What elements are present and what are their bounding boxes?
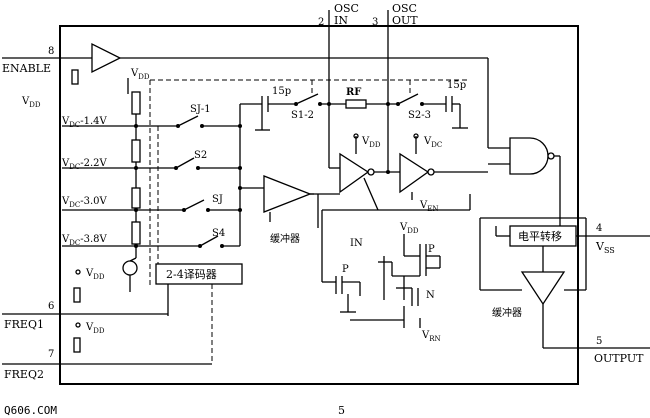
- buffer-1: 缓冲器: [240, 175, 340, 245]
- pin-output-label: OUTPUT: [594, 352, 644, 365]
- voltage-ladder: VDC-1.4V VDC-2.2V VDC-3.0V VDC-3.8V SJ-1…: [61, 91, 242, 292]
- mos-in-label: IN: [350, 238, 363, 249]
- level-shift-block: 电平转移: [495, 225, 577, 247]
- switch-s4-label: S4: [212, 228, 225, 239]
- inv2-vdd-label: VDC: [423, 136, 442, 149]
- buffer2-label: 缓冲器: [492, 306, 522, 319]
- pin-freq1-number: 6: [48, 301, 54, 312]
- ven1-label: VEN: [419, 200, 438, 213]
- mos-p-left-label: P: [342, 264, 349, 275]
- pin-enable-label: ENABLE: [2, 62, 51, 75]
- chip-outline: [59, 25, 579, 385]
- ladder-label-4: VDC-3.8V: [61, 234, 107, 247]
- vdd-left-label: VDD: [21, 96, 41, 109]
- decoder-label: 2-4译码器: [166, 268, 217, 281]
- pin-freq1-label: FREQ1: [4, 318, 44, 331]
- pin-freq2-label: FREQ2: [4, 368, 44, 381]
- oscillator-inverter-1: VDD: [329, 133, 400, 211]
- decoder-block: 2-4译码器: [155, 263, 243, 364]
- switch-s2-label: S2: [194, 150, 207, 161]
- switch-s1-2-label: S1-2: [291, 110, 314, 121]
- rf-resistor: [345, 99, 367, 109]
- ven2-label: VRN: [421, 330, 441, 343]
- pin-output: 5 OUTPUT: [543, 336, 650, 365]
- switch-s2-3-label: S2-3: [408, 110, 431, 121]
- cap2-label: 15p: [447, 80, 466, 91]
- pin-osc-out-label: OUT: [392, 14, 418, 27]
- pin-freq1: 6 FREQ1: [2, 301, 168, 331]
- rf-label: RF: [346, 87, 361, 98]
- mos-n-label: N: [426, 290, 435, 301]
- ladder-label-3: VDC-3.0V: [61, 196, 107, 209]
- oscillator-inverter-2: VDC VEN: [399, 133, 488, 213]
- pin-osc-in-top: OSC: [334, 2, 359, 15]
- pin-vss: 4 VSS: [576, 223, 650, 255]
- enable-vdd-label: VDD: [130, 68, 150, 81]
- ladder-label-1: VDC-1.4V: [61, 116, 107, 129]
- pin-enable: ENABLE 8 VDD: [2, 42, 510, 149]
- pin-osc-out-number: 3: [372, 17, 378, 28]
- level-shift-label: 电平转移: [518, 229, 562, 243]
- cap1-label: 15p: [272, 86, 291, 97]
- mos-p-right-label: P: [428, 244, 435, 255]
- nand-gate: [488, 137, 561, 226]
- pin-osc-in-label: IN: [334, 14, 348, 27]
- buffer-2: 缓冲器: [479, 217, 587, 348]
- footer-page-number: 5: [338, 404, 345, 417]
- vdd-f1-label: VDD: [85, 268, 105, 281]
- vdd-resistor-top: [71, 69, 79, 85]
- buffer1-label: 缓冲器: [270, 232, 300, 245]
- mos-vdd-label: VDD: [399, 222, 419, 235]
- oscillator-feedback-network: 15p S1-2 RF S2-3 15p: [149, 26, 470, 286]
- pin-osc-out: 3 OSC OUT: [372, 2, 418, 28]
- vdd-f2-label: VDD: [85, 322, 105, 335]
- pin-freq2: 7 FREQ2: [2, 349, 212, 381]
- pin-osc-in: 2 OSC IN: [318, 2, 359, 28]
- pin-osc-in-number: 2: [318, 17, 324, 28]
- ladder-label-2: VDC-2.2V: [61, 158, 107, 171]
- pin-osc-out-top: OSC: [392, 2, 417, 15]
- pin-freq2-number: 7: [48, 349, 54, 360]
- pin-vss-label: VSS: [595, 240, 615, 255]
- switch-sj-label: SJ: [212, 194, 223, 205]
- inv1-vdd-label: VDD: [361, 136, 381, 149]
- footer-site: Q606.COM: [4, 404, 57, 417]
- mos-enable-switch: IN P VDD P N VRN: [321, 194, 471, 343]
- pin-vss-number: 4: [596, 223, 602, 234]
- pin-output-number: 5: [596, 336, 602, 347]
- enable-buffer-symbol: [91, 42, 122, 74]
- pin-enable-number: 8: [48, 46, 54, 57]
- switch-sj1-label: SJ-1: [190, 104, 211, 115]
